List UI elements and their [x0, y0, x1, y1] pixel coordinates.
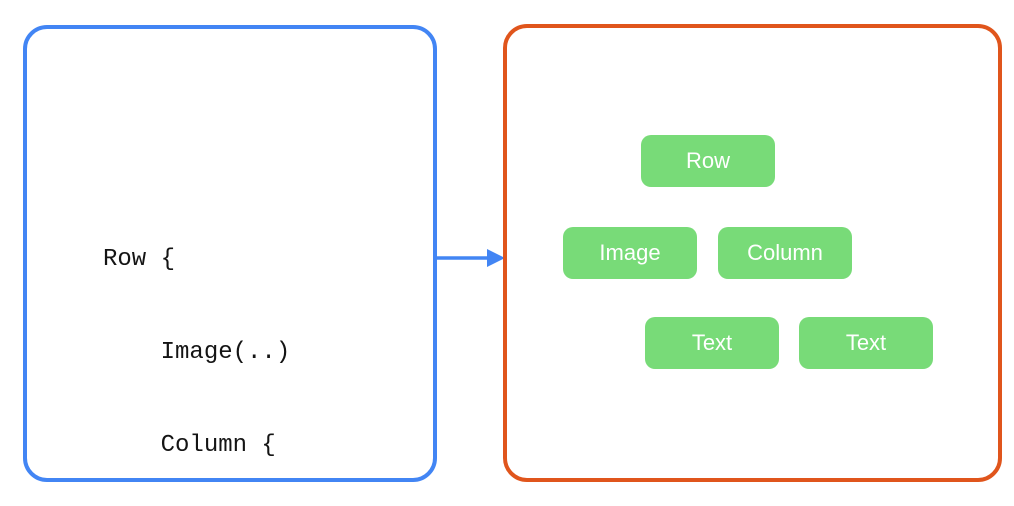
- right-arrow-icon: [434, 249, 505, 267]
- tree-node-column[interactable]: Column: [718, 227, 852, 279]
- tree-node-text-1[interactable]: Text: [645, 317, 779, 369]
- tree-node-image[interactable]: Image: [563, 227, 697, 279]
- code-line: Column {: [103, 432, 276, 459]
- tree-node-row[interactable]: Row: [641, 135, 775, 187]
- code-line: Row {: [103, 246, 176, 273]
- code-line: Image(..): [103, 339, 291, 366]
- code-snippet: Row { Image(..) Column { Text(..) Text(.…: [103, 182, 333, 506]
- tree-node-text-2[interactable]: Text: [799, 317, 933, 369]
- code-panel: Row { Image(..) Column { Text(..) Text(.…: [23, 25, 437, 482]
